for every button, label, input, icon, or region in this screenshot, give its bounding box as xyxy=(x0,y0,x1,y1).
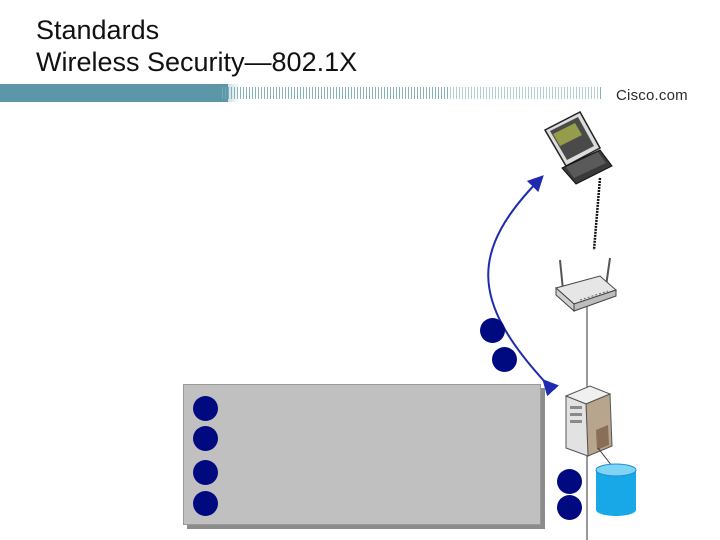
cisco-logo: Cisco.com xyxy=(616,87,688,104)
brand-bar xyxy=(0,84,720,102)
auth-flow-arrow xyxy=(487,175,560,397)
content-panel xyxy=(183,384,541,525)
server-icon xyxy=(564,385,613,457)
bullet-panel-1 xyxy=(193,396,218,421)
bullet-panel-3 xyxy=(193,460,218,485)
bullet-server-2 xyxy=(557,495,582,520)
bullet-server-1 xyxy=(557,469,582,494)
laptop-ap-link xyxy=(592,177,602,251)
bullet-step-2 xyxy=(492,347,517,372)
slide-title: Standards Wireless Security—802.1X xyxy=(36,14,357,78)
bullet-panel-4 xyxy=(193,491,218,516)
bullet-panel-2 xyxy=(193,426,218,451)
access-point-icon xyxy=(554,257,617,313)
database-icon xyxy=(595,463,637,516)
slide-title-line2: Wireless Security—802.1X xyxy=(36,47,358,77)
laptop-icon xyxy=(543,111,613,185)
bullet-step-1 xyxy=(480,318,505,343)
slide-title-line1: Standards xyxy=(36,15,160,45)
